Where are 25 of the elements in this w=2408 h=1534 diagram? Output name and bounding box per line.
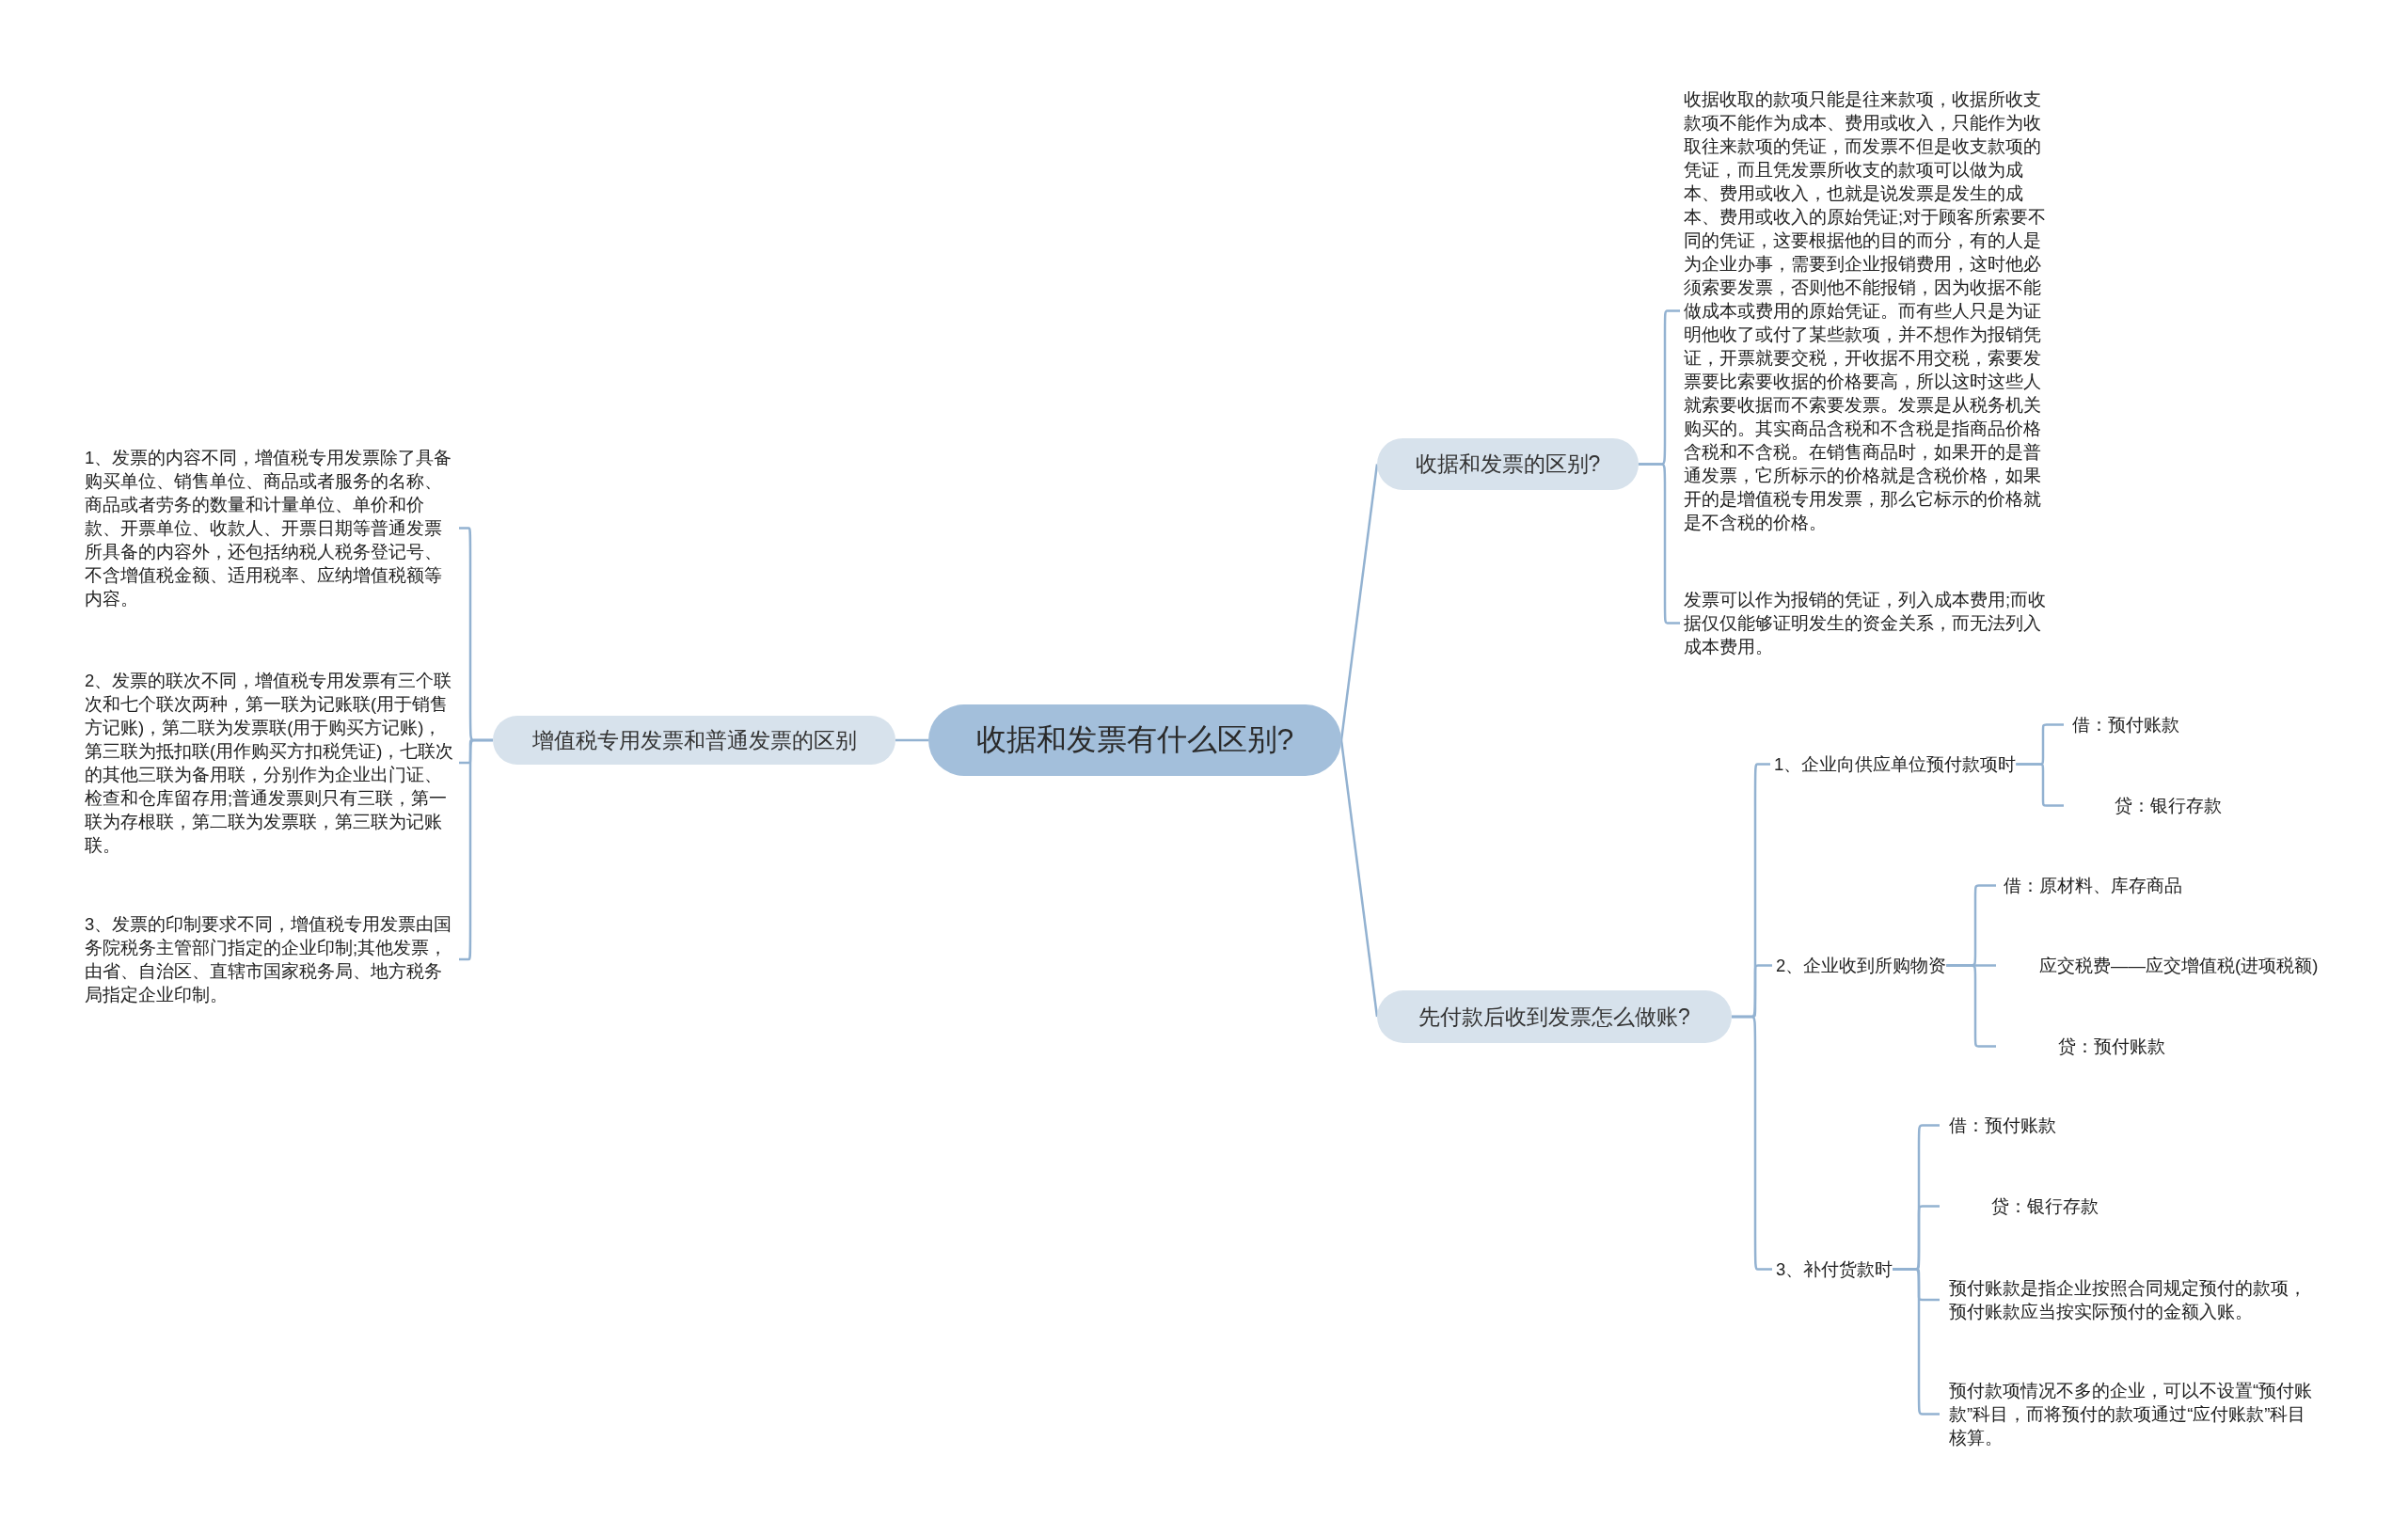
central-topic: 收据和发票有什么区别?	[928, 704, 1341, 776]
connector-line	[1339, 464, 1379, 741]
topic-pill: 先付款后收到发票怎么做账?	[1377, 990, 1732, 1043]
connector-line	[895, 738, 928, 742]
topic-pill: 增值税专用发票和普通发票的区别	[493, 716, 895, 765]
topic-pill: 收据和发票的区别?	[1377, 438, 1639, 490]
note-text: 预付款项情况不多的企业，可以不设置“预付账款”科目，而将预付的款项通过“应付账款”科目核算。	[1949, 1379, 2320, 1449]
note-text: 预付账款是指企业按照合同规定预付的款项，预付账款应当按实际预付的金额入账。	[1949, 1276, 2320, 1323]
note-text: 贷：银行存款	[1991, 1194, 2099, 1218]
note-text: 3、补付货款时	[1776, 1257, 1893, 1281]
connector-line	[2016, 763, 2064, 807]
note-text: 借：原材料、库存商品	[2004, 874, 2182, 897]
note-text: 贷：预付账款	[2058, 1035, 2165, 1058]
note-text: 借：预付账款	[2072, 713, 2179, 736]
connector-line	[1339, 739, 1379, 1018]
note-text: 1、发票的内容不同，增值税专用发票除了具备购买单位、销售单位、商品或者服务的名称、商品或者劳务的数量和计量单位、单价和价款、开票单位、收款人、开票日期等普通发票所具备的内容外，还包括纳税人税务登记号、不含增值税金额、适用税率、应纳增值税额等内容。	[85, 446, 455, 610]
note-text: 发票可以作为报销的凭证，列入成本费用;而收据仅仅能够证明发生的资金关系，而无法列入成本费用。	[1684, 588, 2054, 658]
note-text: 收据收取的款项只能是往来款项，收据所收支款项不能作为成本、费用或收入，只能作为收取往来款项的凭证，而发票不但是收支款项的凭证，而且凭发票所收支的款项可以做为成本、费用或收入，也就是说发票是发生的成本、费用或收入的原始凭证;对于顾客所索要不同的凭证，这要根据他的目的而分，有的人是为企业办事，需要到企业报销费用，这时他必须索要发票，否则他不能报销，因为收据不能做成本或费用的原始凭证。而有些人只是为证明他收了或付了某些款项，并不想作为报销凭证，开票就要交税，开收据不用交税，索要发票要比索要收据的价格要高，所以这时这些人就索要收据而不索要发票。发票是从税务机关购买的。其实商品含税和不含税是指商品价格含税和不含税。在销售商品时，如果开的是普通发票，它所标示的价格就是含税价格，如果开的是增值税专用发票，那么它标示的价格就是不含税的价格。	[1684, 87, 2054, 534]
note-text: 1、企业向供应单位预付款项时	[1774, 752, 2017, 776]
note-text: 贷：银行存款	[2115, 794, 2222, 817]
note-text: 3、发票的印制要求不同，增值税专用发票由国务院税务主管部门指定的企业印制;其他发票，由省、自治区、直辖市国家税务局、地方税务局指定企业印制。	[85, 912, 455, 1006]
note-text: 借：预付账款	[1949, 1114, 2056, 1137]
note-text: 应交税费——应交增值税(进项税额)	[2039, 954, 2319, 977]
note-text: 2、企业收到所购物资	[1776, 954, 1947, 977]
note-text: 2、发票的联次不同，增值税专用发票有三个联次和七个联次两种，第一联为记账联(用于销售方记账)，第二联为发票联(用于购买方记账)，第三联为抵扣联(用作购买方扣税凭证)，七联次的其他三联为备用联，分别作为企业出门证、检查和仓库留存用;普通发票则只有三联，第一联为存根联，第二联为发票联，第三联为记账联。	[85, 669, 455, 857]
